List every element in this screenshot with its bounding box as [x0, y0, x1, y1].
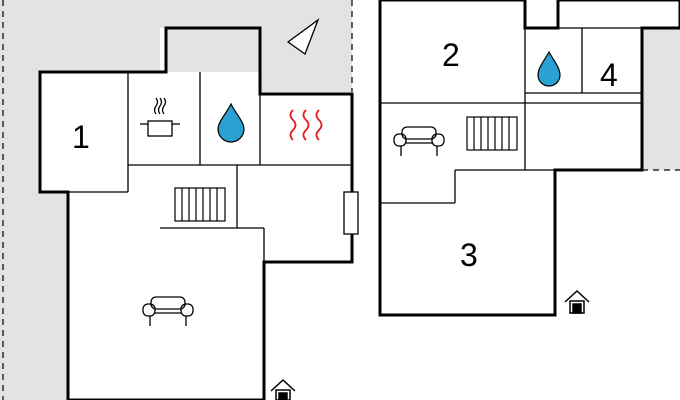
room-2-label: 2 [442, 37, 460, 73]
right-building [378, 0, 680, 317]
left-building [38, 26, 354, 400]
water-drop-icon [537, 50, 561, 87]
radiator-icon [174, 187, 226, 222]
room-4-label: 4 [600, 57, 618, 93]
cooking-pot-icon [140, 97, 180, 137]
north-arrow-icon [286, 18, 320, 56]
terrace-left [0, 0, 352, 400]
sofa-icon [393, 126, 445, 156]
room-1-label: 1 [72, 119, 90, 155]
window [343, 191, 359, 235]
sauna-heat-icon [289, 109, 323, 141]
water-drop-icon [217, 102, 245, 143]
radiator-icon [466, 116, 518, 151]
sofa-icon [142, 296, 194, 326]
terrace-right [642, 28, 680, 170]
entrance-house-icon [564, 289, 590, 314]
entrance-house-icon [270, 378, 296, 400]
room-3-label: 3 [460, 237, 478, 273]
right-building-outline [378, 0, 680, 317]
